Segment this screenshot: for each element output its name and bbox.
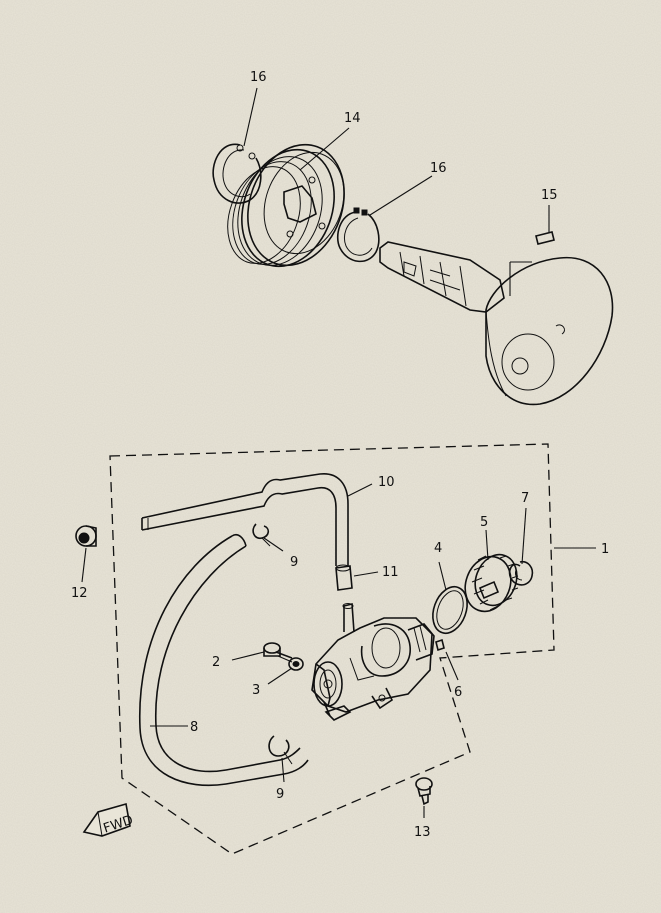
- circlip-left: [212, 143, 262, 204]
- callout-8: 8: [190, 720, 198, 735]
- hose-fitting: [335, 564, 353, 591]
- callout-10: 10: [378, 475, 395, 490]
- callout-9-lower: 9: [276, 787, 284, 802]
- pulley: [227, 143, 345, 268]
- callout-1: 1: [601, 542, 609, 557]
- hose-upper: [141, 473, 349, 566]
- crank-disc: [485, 256, 614, 406]
- callout-5: 5: [480, 515, 488, 530]
- callout-9-upper: 9: [290, 555, 298, 570]
- drive-gear: [464, 553, 519, 613]
- hose-clip-lower: [268, 735, 293, 765]
- end-cap: [75, 525, 97, 547]
- leader-lines-upper: [243, 87, 550, 296]
- callout-4: 4: [434, 541, 442, 556]
- kit-boundary: [109, 443, 555, 855]
- callout-16-right: 16: [430, 161, 447, 176]
- callout-7: 7: [521, 491, 529, 506]
- callout-13: 13: [414, 825, 431, 840]
- washer: [288, 657, 304, 671]
- circlip-right: [336, 207, 380, 263]
- retaining-clip: [508, 560, 534, 586]
- dowel-pin: [535, 231, 555, 245]
- pin: [435, 638, 445, 652]
- leader-lines-lower: [81, 483, 527, 818]
- hose-clip-upper: [252, 523, 271, 547]
- callout-15: 15: [541, 188, 558, 203]
- callout-14: 14: [344, 111, 361, 126]
- shaft: [379, 241, 505, 313]
- callout-11: 11: [382, 565, 399, 580]
- callout-2: 2: [212, 655, 220, 670]
- o-ring: [432, 585, 468, 635]
- callout-12: 12: [71, 586, 88, 601]
- callout-3: 3: [252, 683, 260, 698]
- callout-6: 6: [454, 685, 462, 700]
- screw: [415, 777, 433, 806]
- pump-body: [311, 602, 435, 721]
- callout-16-left: 16: [250, 70, 267, 85]
